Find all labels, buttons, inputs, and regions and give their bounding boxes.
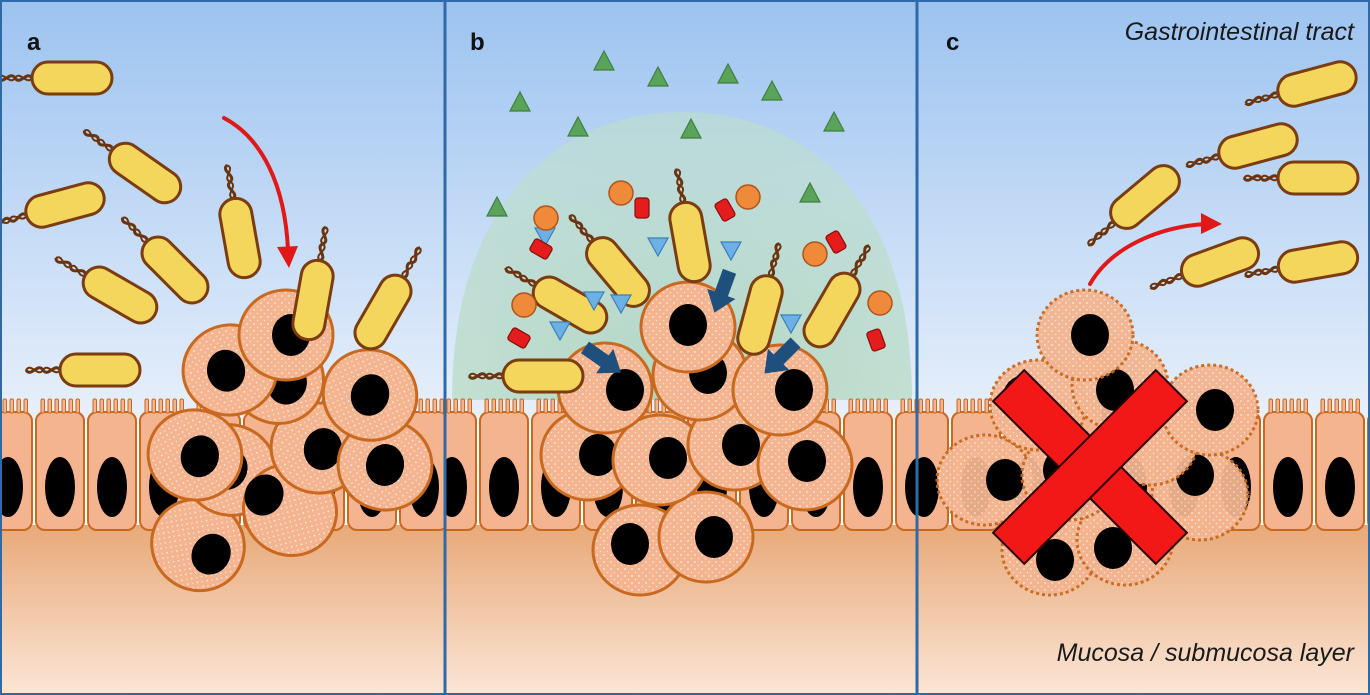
- panel-letter-a: a: [27, 29, 41, 56]
- tumor-cell-icon: [1160, 363, 1260, 457]
- green-triangle-icon: [486, 195, 508, 217]
- bacterium-icon: [291, 225, 335, 342]
- green-triangle-icon: [647, 65, 669, 87]
- bacterium-icon: [353, 246, 422, 351]
- blue-triangle-icon: [582, 291, 606, 312]
- red-cylinder-icon: [507, 327, 531, 349]
- block-arrow-icon: [580, 341, 622, 374]
- bacterium-icon: [504, 266, 609, 335]
- green-triangle-icon: [761, 79, 783, 101]
- tumor-cell-icon: [731, 343, 829, 437]
- tumor-cell-icon: [657, 490, 755, 584]
- bacterium-icon: [0, 60, 114, 96]
- orange-circle-icon: [735, 184, 761, 210]
- epithelial-cell-icon: [2, 398, 33, 531]
- bacterium-icon: [24, 352, 142, 388]
- bacterium-icon: [1244, 240, 1360, 284]
- epithelial-cell-icon: [895, 398, 916, 531]
- tumor-cell-icon: [150, 497, 246, 593]
- epithelial-cell-icon: [843, 398, 893, 531]
- label-mucosa-submucosa: Mucosa / submucosa layer: [1056, 639, 1354, 667]
- tumor-cell-icon: [1035, 288, 1135, 382]
- arrows-layer: [222, 116, 1222, 374]
- red-cylinder-icon: [866, 328, 886, 352]
- tumor-cell-icon: [639, 280, 737, 374]
- bacterium-icon: [218, 164, 262, 280]
- epithelial-cell-icon: [446, 398, 477, 531]
- epithelial-cell-icon: [35, 398, 85, 531]
- orange-circle-icon: [802, 241, 828, 267]
- cross-bar: [991, 368, 1189, 566]
- bacterium-icon: [467, 358, 585, 394]
- blue-triangle-icon: [646, 237, 670, 258]
- bacteria-layer: [0, 60, 1360, 394]
- curved-arrow-icon-head: [277, 246, 298, 268]
- block-arrow-icon: [707, 268, 737, 313]
- bacterium-icon: [1242, 160, 1360, 196]
- bacterium-icon: [1087, 164, 1181, 247]
- bacterium-icon: [1149, 236, 1261, 290]
- bacterium-icon: [1244, 60, 1358, 108]
- orange-circle-icon: [867, 290, 893, 316]
- epithelial-cell-icon: [479, 398, 529, 531]
- blue-triangle-icon: [719, 241, 743, 262]
- tumor-cell-icon: [556, 341, 654, 435]
- green-triangle-icon: [567, 115, 589, 137]
- green-triangle-icon: [799, 181, 821, 203]
- curved-arrow-icon: [222, 116, 290, 252]
- bacterium-icon: [802, 244, 871, 349]
- blue-triangle-icon: [548, 321, 572, 342]
- red-cross-icon: [991, 368, 1189, 566]
- blue-triangle-icon: [609, 294, 633, 315]
- blue-triangle-icon: [779, 314, 803, 335]
- epithelial-cell-icon: [1263, 398, 1313, 531]
- curved-arrow-icon-head: [1201, 213, 1222, 234]
- red-cylinder-icon: [529, 238, 553, 260]
- tumor-cell-icon: [611, 413, 709, 507]
- bacterium-icon: [121, 216, 210, 305]
- tumor-cell-icon: [321, 348, 419, 442]
- bacterium-icon: [1185, 122, 1299, 170]
- molecules-layer: [486, 49, 893, 352]
- orange-circle-icon: [533, 205, 559, 231]
- orange-circle-icon: [511, 292, 537, 318]
- panel-letter-c: c: [946, 29, 960, 56]
- curved-arrow-icon: [1088, 222, 1207, 286]
- green-triangle-icon: [509, 90, 531, 112]
- bacterium-icon: [568, 214, 651, 308]
- panel-letter-b: b: [470, 29, 485, 56]
- block-arrow-icon: [764, 337, 801, 374]
- epithelial-cell-icon: [1315, 398, 1365, 531]
- red-cylinder-icon: [634, 197, 650, 219]
- green-triangle-icon: [680, 117, 702, 139]
- bacterium-icon: [82, 129, 183, 205]
- green-triangle-icon: [823, 110, 845, 132]
- green-triangle-icon: [717, 62, 739, 84]
- bacterium-icon: [54, 256, 159, 325]
- tumor-cell-icon: [756, 418, 854, 512]
- red-cylinder-icon: [714, 198, 736, 222]
- orange-circle-icon: [608, 180, 634, 206]
- bacterium-icon: [0, 181, 106, 229]
- label-gastrointestinal-tract: Gastrointestinal tract: [1124, 18, 1354, 46]
- tumor-cell-icon: [146, 408, 244, 502]
- green-triangle-icon: [593, 49, 615, 71]
- bacterium-icon: [668, 168, 712, 284]
- epithelial-cell-icon: [918, 398, 949, 531]
- bacterium-icon: [736, 242, 784, 356]
- red-cylinder-icon: [825, 230, 847, 254]
- epithelial-cell-icon: [87, 398, 137, 531]
